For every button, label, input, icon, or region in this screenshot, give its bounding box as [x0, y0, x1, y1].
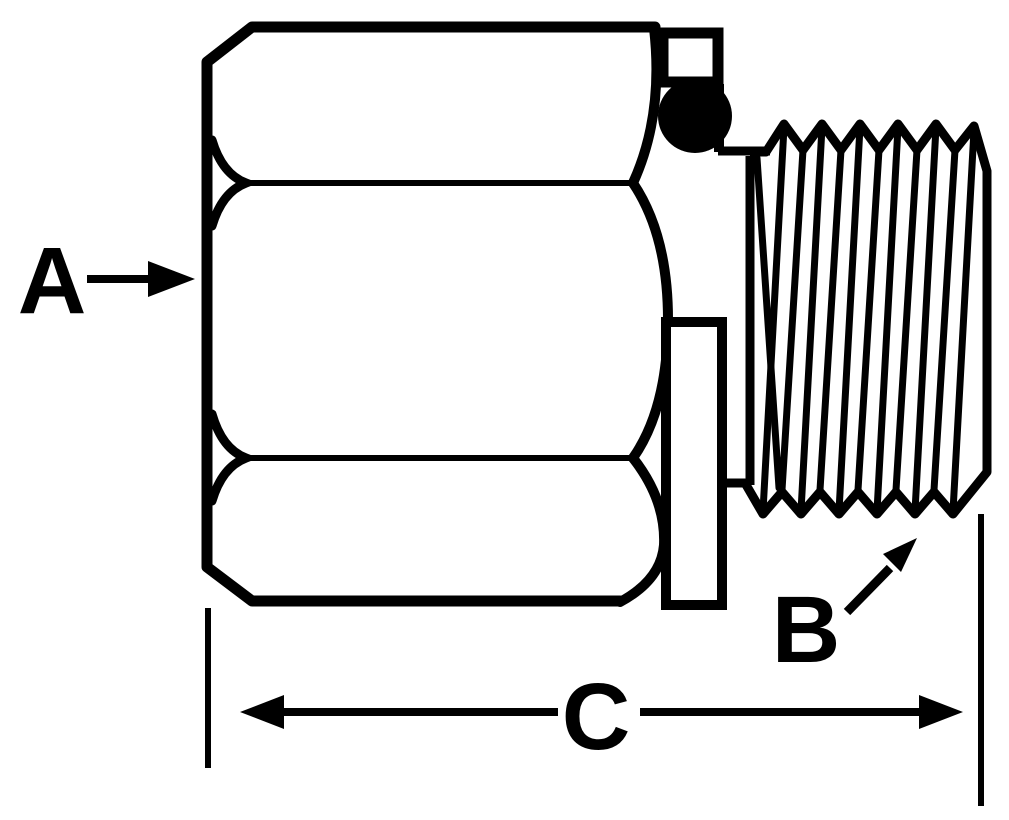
thread-line: [892, 146, 921, 494]
thread-line: [930, 146, 959, 494]
thread-crest-lines: [753, 123, 978, 515]
thread-line: [949, 126, 978, 515]
flange-rect: [661, 317, 727, 610]
hex-right-arc-top-flat: [628, 23, 662, 188]
hex-nut-body: [201, 21, 674, 607]
hex-outline: [201, 21, 661, 607]
oring-and-tab: [657, 27, 770, 156]
dimension-c: C: [205, 514, 984, 806]
thread-line: [816, 146, 845, 494]
label-b-arrowhead: [883, 538, 917, 572]
hex-left-cusp-lower: [207, 409, 259, 506]
thread-line: [854, 146, 883, 494]
hex-left-cusp-upper: [207, 135, 259, 231]
label-a: A: [18, 228, 87, 334]
label-a-arrowhead: [148, 261, 195, 297]
thread-line: [797, 123, 826, 515]
hex-right-arc-bottom-flat: [615, 453, 670, 607]
dimension-c-arrowhead-left: [240, 695, 284, 729]
callout-b: B: [772, 538, 917, 683]
thread-line: [778, 146, 807, 494]
washer-tab: [657, 27, 724, 88]
thread-leadin-line: [753, 154, 783, 492]
label-c: C: [562, 664, 631, 770]
thread-line: [835, 123, 864, 515]
o-ring: [658, 79, 732, 153]
label-b-arrow-line: [843, 564, 894, 616]
male-threads: [724, 119, 992, 519]
thread-line: [911, 123, 940, 515]
dimension-c-arrowhead-right: [919, 695, 963, 729]
thread-line: [873, 123, 902, 515]
thread-profile: [724, 119, 992, 519]
label-b: B: [772, 577, 841, 683]
thread-line: [759, 123, 788, 515]
washer-flange: [661, 317, 727, 610]
callout-a: A: [18, 228, 195, 334]
